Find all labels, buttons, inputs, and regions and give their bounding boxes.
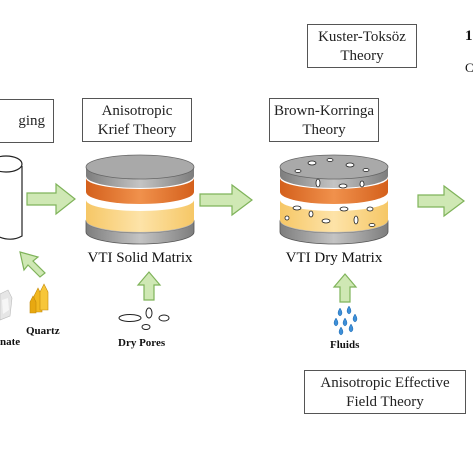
carbonate-label: nate — [0, 336, 21, 348]
anisotropic-effective-line1: Anisotropic Effective — [320, 375, 450, 391]
vti-solid-matrix-cylinder — [85, 154, 195, 245]
imaging-box-label: ging — [18, 113, 45, 129]
quartz-label: Quartz — [26, 325, 60, 337]
arrow-right-1 — [26, 182, 76, 216]
anisotropic-krief-theory-box: Anisotropic Krief Theory — [82, 98, 192, 142]
arrow-up-fluids — [332, 273, 358, 303]
fluids-label: Fluids — [330, 339, 360, 351]
quartz-crystal-icon — [29, 283, 49, 314]
fluids-icon — [333, 305, 358, 336]
dry-pores-icon — [118, 307, 170, 330]
kuster-toksoz-theory-box: Kuster-Toksöz Theory — [307, 24, 417, 68]
kuster-toksoz-line2: Theory — [340, 48, 384, 64]
pore-ellipses — [284, 158, 376, 227]
kuster-toksoz-line1: Kuster-Toksöz — [318, 29, 406, 45]
brown-korringa-line2: Theory — [302, 122, 346, 138]
anisotropic-krief-line2: Krief Theory — [97, 122, 177, 138]
right-edge-text-2: C — [465, 60, 474, 75]
arrow-diagonal-quartz — [19, 251, 46, 278]
arrow-right-3 — [417, 184, 465, 218]
brown-korringa-theory-box: Brown-Korringa Theory — [269, 98, 379, 142]
right-edge-text-1: 1 — [465, 28, 473, 44]
vti-dry-matrix-cylinder — [279, 154, 389, 245]
imaging-box: ging — [0, 99, 54, 143]
brown-korringa-line1: Brown-Korringa — [274, 103, 374, 119]
rock-sample-cylinder — [0, 155, 23, 240]
arrow-up-dry-pores — [136, 271, 162, 301]
dry-pores-label: Dry Pores — [118, 337, 166, 349]
anisotropic-effective-field-theory-box: Anisotropic Effective Field Theory — [304, 370, 466, 414]
carbonate-mineral-icon — [0, 289, 13, 321]
vti-solid-matrix-caption: VTI Solid Matrix — [87, 250, 193, 266]
anisotropic-krief-line1: Anisotropic — [101, 103, 173, 119]
vti-dry-matrix-caption: VTI Dry Matrix — [285, 250, 383, 266]
arrow-right-2 — [199, 183, 253, 217]
anisotropic-effective-line2: Field Theory — [346, 394, 424, 410]
